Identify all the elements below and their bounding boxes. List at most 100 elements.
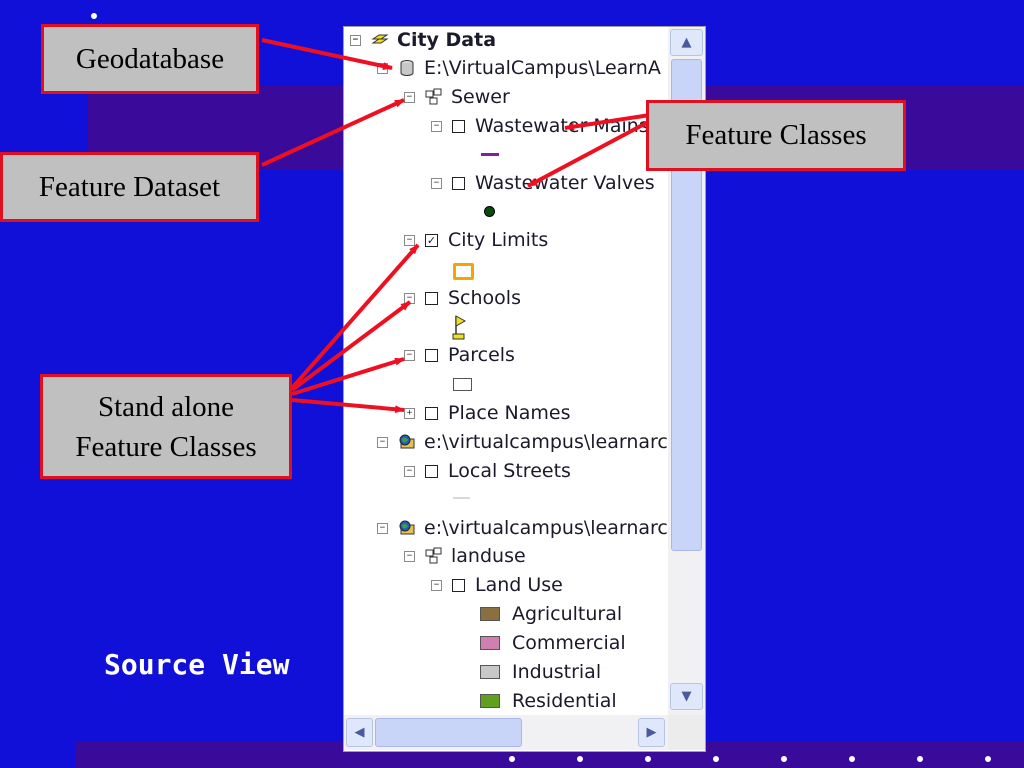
collapse-toggle[interactable]: − <box>404 349 415 361</box>
layer-name: Local Streets <box>448 460 571 482</box>
collapse-toggle[interactable]: − <box>431 579 442 591</box>
tree-row-place-names[interactable]: + Place Names <box>404 400 571 426</box>
scroll-right-icon[interactable]: ▶ <box>638 718 665 747</box>
tree-row-local-streets[interactable]: − Local Streets <box>404 458 571 484</box>
table-of-contents-panel: − City Data − E:\VirtualCampus\LearnA − … <box>343 26 706 752</box>
tree-row-wastewater-valves[interactable]: − Wastewater Valves <box>431 170 655 196</box>
collapse-toggle[interactable]: − <box>404 465 415 477</box>
callout-feature-dataset: Feature Dataset <box>0 152 259 222</box>
tree-row-schools[interactable]: − Schools <box>404 285 521 311</box>
visibility-checkbox[interactable] <box>452 578 465 592</box>
legend-class-residential: Residential <box>480 688 617 714</box>
decor-dot <box>781 756 787 762</box>
decor-dot <box>577 756 583 762</box>
tree-row-workspace-2[interactable]: − e:\virtualcampus\learnarc <box>377 515 668 541</box>
feature-dataset-icon <box>425 88 442 105</box>
collapse-toggle[interactable]: − <box>377 522 388 534</box>
decor-dot <box>713 756 719 762</box>
color-swatch <box>480 636 500 650</box>
class-label: Residential <box>512 690 617 712</box>
visibility-checkbox[interactable] <box>452 176 465 190</box>
decor-dot <box>985 756 991 762</box>
map-title: City Data <box>397 29 497 51</box>
layer-name: Land Use <box>475 574 563 596</box>
database-icon <box>400 60 414 76</box>
visibility-checkbox[interactable] <box>452 119 465 133</box>
class-label: Agricultural <box>512 603 623 625</box>
arrow-standalone-parcels <box>291 357 405 396</box>
tree-row-city-limits[interactable]: − ✓ City Limits <box>404 227 548 253</box>
decor-dot <box>645 756 651 762</box>
collapse-toggle[interactable]: − <box>404 91 415 103</box>
tree-row-workspace-1[interactable]: − e:\virtualcampus\learnarc <box>377 429 668 455</box>
layer-name: City Limits <box>448 229 549 251</box>
visibility-checkbox[interactable] <box>425 406 438 420</box>
callout-standalone-feature-classes: Stand alone Feature Classes <box>40 374 292 479</box>
legend-class-agricultural: Agricultural <box>480 601 622 627</box>
color-swatch <box>480 607 500 621</box>
scrollbar-corner <box>668 715 705 750</box>
collapse-toggle[interactable]: − <box>431 120 442 132</box>
decor-dot <box>849 756 855 762</box>
workspace-path: e:\virtualcampus\learnarc <box>424 431 668 453</box>
tree-row-land-use[interactable]: − Land Use <box>431 572 563 598</box>
dataset-name: Sewer <box>451 86 510 108</box>
horizontal-scroll-thumb[interactable] <box>375 718 522 747</box>
tree-row-parcels[interactable]: − Parcels <box>404 342 515 368</box>
workspace-path: e:\virtualcampus\learnarc <box>424 517 668 539</box>
layer-name: Parcels <box>448 344 515 366</box>
slide-caption: Source View <box>104 648 290 681</box>
polygon-symbol <box>453 378 472 391</box>
color-swatch <box>480 694 500 708</box>
class-label: Commercial <box>512 632 626 654</box>
arrow-standalone-place-names <box>291 398 405 414</box>
tree-row-landuse[interactable]: − landuse <box>404 543 526 569</box>
tree-row-sewer[interactable]: − Sewer <box>404 84 510 110</box>
callout-geodatabase: Geodatabase <box>41 24 259 94</box>
visibility-checkbox[interactable] <box>425 291 438 305</box>
class-label: Industrial <box>512 661 602 683</box>
layer-name: Place Names <box>448 402 571 424</box>
feature-dataset-icon <box>425 547 442 564</box>
horizontal-scrollbar[interactable]: ◀ ▶ <box>344 715 668 750</box>
visibility-checkbox[interactable] <box>425 464 438 478</box>
visibility-checkbox[interactable] <box>425 348 438 362</box>
callout-text-line1: Stand alone <box>97 390 235 423</box>
line-symbol <box>453 497 470 499</box>
collapse-toggle[interactable]: − <box>431 177 442 189</box>
geodatabase-path: E:\VirtualCampus\LearnA <box>424 57 661 79</box>
arrow-feature-class-valves <box>527 118 653 188</box>
visibility-checkbox-checked[interactable]: ✓ <box>425 233 438 247</box>
decor-dot <box>509 756 515 762</box>
collapse-toggle[interactable]: − <box>404 550 415 562</box>
flag-icon <box>452 315 467 340</box>
legend-class-industrial: Industrial <box>480 659 601 685</box>
callout-text-line2: Feature Classes <box>75 430 257 463</box>
workspace-icon <box>399 434 415 449</box>
arrow-feature-class-mains <box>564 113 651 131</box>
layer-name: Schools <box>448 287 521 309</box>
line-symbol <box>481 153 499 156</box>
scroll-down-icon[interactable]: ▼ <box>670 683 703 710</box>
collapse-toggle[interactable]: − <box>350 34 361 46</box>
layers-icon <box>371 34 389 44</box>
workspace-icon <box>399 520 415 535</box>
dataset-name: landuse <box>451 545 526 567</box>
scroll-up-icon[interactable]: ▲ <box>670 29 703 56</box>
tree-row-city-data[interactable]: − City Data <box>350 27 496 53</box>
point-symbol <box>484 206 495 217</box>
decor-dot <box>91 13 97 19</box>
polygon-symbol <box>453 263 474 280</box>
collapse-toggle[interactable]: − <box>377 436 388 448</box>
decor-dot <box>917 756 923 762</box>
arrow-standalone-city-limits <box>290 243 420 390</box>
arrow-standalone-schools <box>290 300 412 392</box>
legend-class-commercial: Commercial <box>480 630 626 656</box>
layer-name: Wastewater Valves <box>475 172 655 194</box>
arrow-geodatabase <box>261 38 393 71</box>
arrow-feature-dataset <box>261 98 405 167</box>
scroll-left-icon[interactable]: ◀ <box>346 718 373 747</box>
callout-text: Feature Classes <box>685 119 867 151</box>
callout-text: Feature Dataset <box>38 170 221 203</box>
